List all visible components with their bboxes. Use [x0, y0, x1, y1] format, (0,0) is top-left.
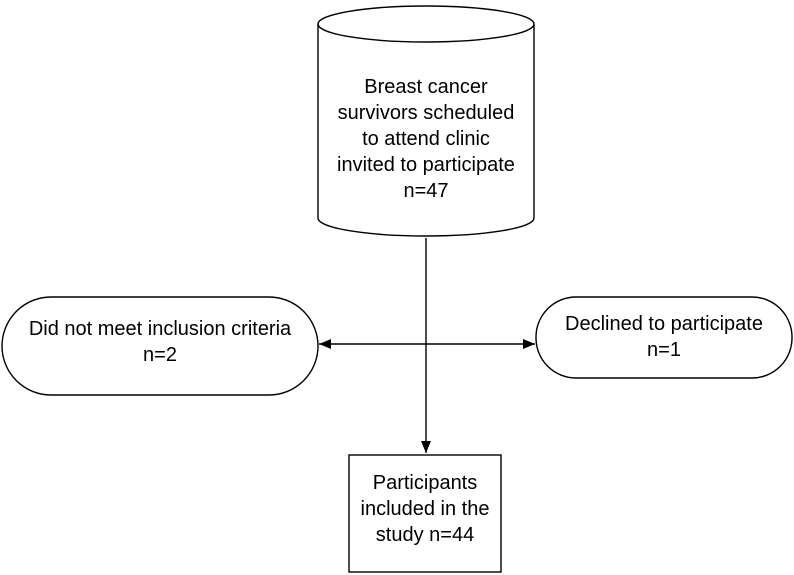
start-line-2: survivors scheduled — [337, 102, 515, 124]
excluded-right-count: n=1 — [647, 339, 681, 361]
excluded-right-line-1: Declined to participate — [565, 313, 763, 335]
excluded-right-node — [535, 296, 793, 379]
excluded-left-line-1: Did not meet inclusion criteria — [28, 318, 292, 340]
excluded-left-label: Did not meet inclusion criteria n=2 — [2, 314, 318, 370]
start-line-3: to attend clinic — [362, 128, 490, 150]
result-line-1: Participants — [372, 472, 478, 494]
cylinder-top — [317, 5, 535, 43]
result-line-2: included in the — [360, 498, 490, 520]
start-count: n=47 — [403, 180, 449, 202]
start-line-1: Breast cancer — [364, 76, 488, 98]
excluded-left-node — [1, 296, 319, 396]
result-node-label: Participants included in the study n=44 — [349, 466, 501, 552]
start-node-label: Breast cancer survivors scheduled to att… — [318, 72, 534, 206]
cylinder-body — [317, 24, 535, 237]
start-node-cylinder — [317, 5, 535, 237]
result-line-3: study n=44 — [375, 524, 475, 546]
start-line-4: invited to participate — [337, 154, 515, 176]
result-node — [348, 454, 502, 573]
excluded-right-label: Declined to participate n=1 — [536, 309, 792, 365]
excluded-left-count: n=2 — [143, 344, 177, 366]
